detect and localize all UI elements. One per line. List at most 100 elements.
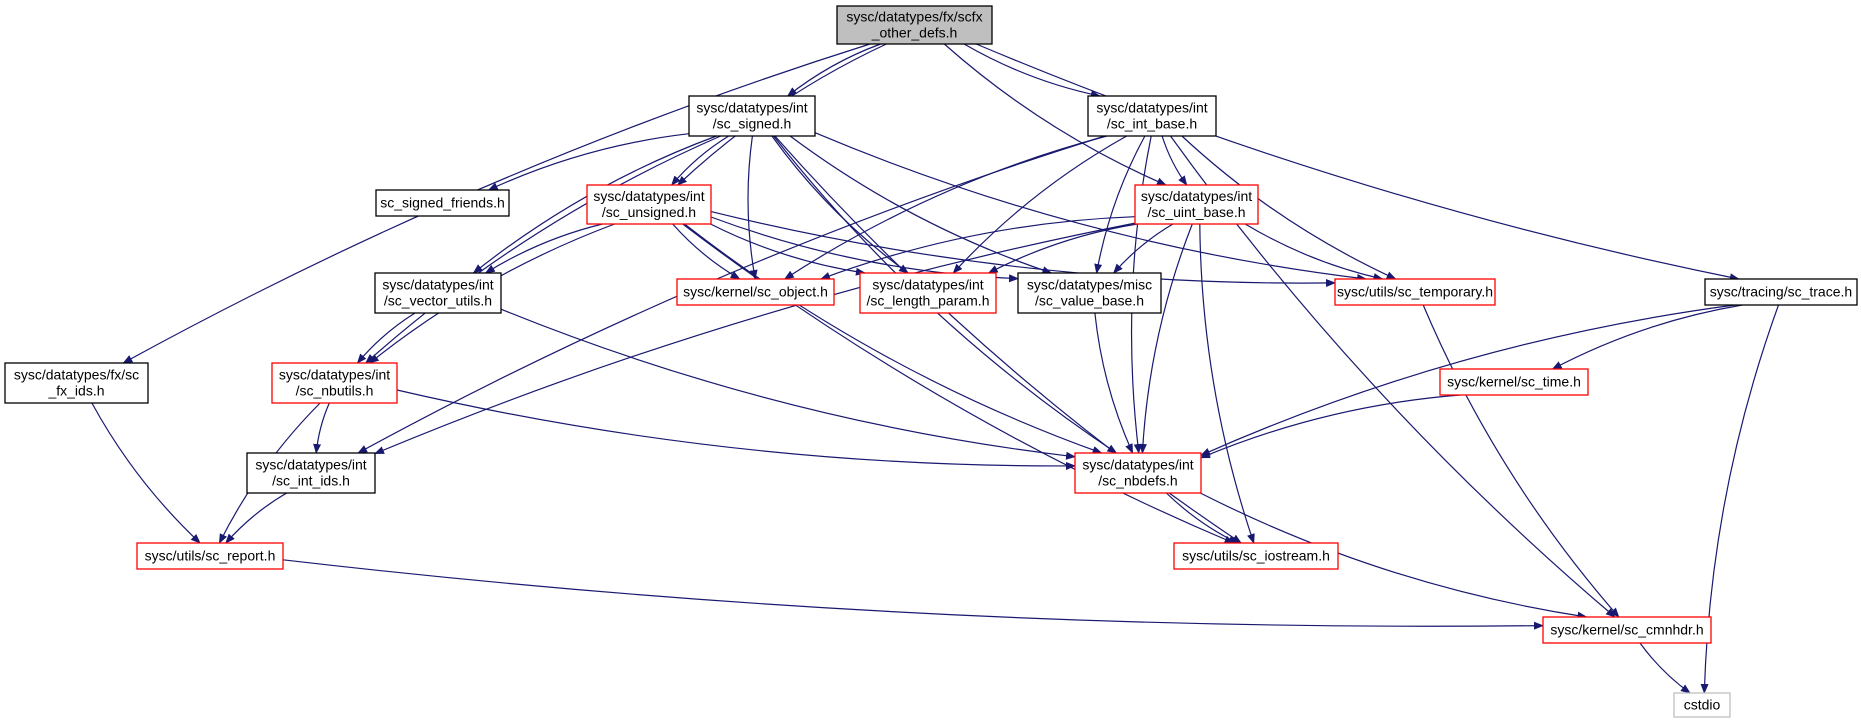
- node-label-sc_nbdefs-0: sysc/datatypes/int: [1082, 457, 1193, 473]
- node-sc_signed_friends[interactable]: sc_signed_friends.h: [375, 189, 510, 217]
- node-label-scfx_other_defs-0: sysc/datatypes/fx/scfx: [846, 9, 982, 25]
- node-sc_unsigned[interactable]: sysc/datatypes/int/sc_unsigned.h: [586, 184, 712, 225]
- node-label-sc_nbutils-1: /sc_nbutils.h: [296, 383, 374, 399]
- edge-sc_unsigned-to-sc_vector_utils: [484, 223, 603, 274]
- edge-sc_int_ids-to-sc_report: [225, 492, 288, 544]
- edge-sc_fx_ids-to-sc_report: [91, 402, 201, 544]
- node-box-cstdio: [1673, 692, 1731, 718]
- node-box-sc_vector_utils: [374, 272, 502, 314]
- edge-sc_int_base-to-sc_temporary: [1181, 135, 1397, 280]
- edge-scfx_other_defs-to-sc_uint_base: [943, 43, 1167, 186]
- edge-sc_uint_base-to-sc_length_param: [987, 223, 1138, 274]
- edge-sc_signed-to-sc_length_param: [771, 135, 909, 274]
- edge-sc_signed-to-sc_temporary: [814, 132, 1367, 282]
- node-box-sc_signed: [688, 95, 816, 137]
- node-sc_fx_ids[interactable]: sysc/datatypes/fx/sc_fx_ids.h: [4, 362, 149, 404]
- edge-sc_signed-to-sc_signed_friends: [487, 133, 690, 191]
- node-sc_signed[interactable]: sysc/datatypes/int/sc_signed.h: [688, 95, 816, 137]
- node-sc_time[interactable]: sysc/kernel/sc_time.h: [1439, 368, 1589, 396]
- edge-sc_unsigned-to-sc_temporary: [710, 211, 1336, 288]
- node-cstdio: cstdio: [1673, 692, 1731, 718]
- node-label-sc_length_param-0: sysc/datatypes/int: [872, 277, 983, 293]
- node-label-sc_nbdefs-1: /sc_nbdefs.h: [1098, 473, 1177, 489]
- edge-sc_unsigned-to-sc_nbdefs: [684, 223, 1103, 454]
- dependency-edges: [91, 43, 1780, 694]
- node-sc_object[interactable]: sysc/kernel/sc_object.h: [676, 278, 835, 306]
- edge-sc_vector_utils-to-sc_nbutils: [356, 312, 416, 364]
- node-sc_iostream[interactable]: sysc/utils/sc_iostream.h: [1173, 542, 1339, 570]
- edge-sc_int_base-to-sc_length_param: [952, 135, 1127, 274]
- node-label-sc_uint_base-0: sysc/datatypes/int: [1141, 188, 1252, 204]
- node-label-sc_time-0: sysc/kernel/sc_time.h: [1447, 374, 1581, 390]
- node-label-sc_signed-0: sysc/datatypes/int: [696, 100, 807, 116]
- node-sc_report[interactable]: sysc/utils/sc_report.h: [136, 542, 284, 570]
- edge-sc_signed-to-sc_object: [747, 135, 758, 280]
- node-box-sc_time: [1439, 368, 1589, 396]
- node-box-sc_length_param: [859, 272, 997, 314]
- edge-sc_trace-to-cstdio: [1700, 304, 1780, 694]
- node-label-sc_signed-1: /sc_signed.h: [713, 116, 792, 132]
- node-label-cstdio-0: cstdio: [1684, 697, 1721, 713]
- edge-sc_temporary-to-sc_cmnhdr: [1422, 304, 1620, 618]
- edge-sc_vector_utils-to-sc_nbdefs: [500, 308, 1076, 460]
- node-label-sc_vector_utils-0: sysc/datatypes/int: [382, 277, 493, 293]
- edge-sc_unsigned-to-sc_value_base: [710, 216, 1019, 283]
- node-box-sc_cmnhdr: [1542, 616, 1712, 644]
- node-sc_trace[interactable]: sysc/tracing/sc_trace.h: [1704, 278, 1858, 306]
- node-sc_length_param[interactable]: sysc/datatypes/int/sc_length_param.h: [859, 272, 997, 314]
- edge-sc_cmnhdr-to-cstdio: [1639, 642, 1691, 694]
- node-box-sc_signed_friends: [375, 189, 510, 217]
- node-sc_nbdefs[interactable]: sysc/datatypes/int/sc_nbdefs.h: [1074, 452, 1202, 494]
- node-label-sc_signed_friends-0: sc_signed_friends.h: [380, 195, 505, 211]
- node-sc_nbutils[interactable]: sysc/datatypes/int/sc_nbutils.h: [271, 362, 398, 404]
- edge-sc_int_base-to-sc_uint_base: [1161, 135, 1188, 186]
- node-label-sc_length_param-1: /sc_length_param.h: [867, 293, 990, 309]
- edge-scfx_other_defs-to-sc_signed: [786, 43, 881, 97]
- edge-sc_unsigned-to-sc_object: [672, 223, 741, 280]
- edge-sc_int_base-to-sc_object: [783, 135, 1108, 280]
- edge-scfx_other_defs-to-sc_int_base: [963, 43, 1101, 99]
- node-box-sc_value_base: [1017, 272, 1162, 314]
- edge-sc_nbdefs-to-sc_cmnhdr: [1200, 492, 1588, 620]
- node-box-sc_unsigned: [586, 184, 712, 225]
- node-box-sc_nbdefs: [1074, 452, 1202, 494]
- edge-sc_trace-to-sc_time: [1551, 304, 1743, 370]
- node-sc_vector_utils[interactable]: sysc/datatypes/int/sc_vector_utils.h: [374, 272, 502, 314]
- node-label-sc_int_base-1: /sc_int_base.h: [1107, 116, 1197, 132]
- node-label-sc_cmnhdr-0: sysc/kernel/sc_cmnhdr.h: [1550, 622, 1703, 638]
- node-label-sc_value_base-0: sysc/datatypes/misc: [1027, 277, 1152, 293]
- node-box-sc_uint_base: [1134, 184, 1259, 225]
- edge-sc_value_base-to-sc_nbdefs: [1094, 312, 1134, 454]
- node-label-sc_fx_ids-0: sysc/datatypes/fx/sc: [14, 367, 139, 383]
- node-label-sc_fx_ids-1: _fx_ids.h: [47, 383, 104, 399]
- edge-sc_nbdefs-to-sc_iostream: [1165, 492, 1239, 544]
- node-box-sc_fx_ids: [4, 362, 149, 404]
- edge-sc_uint_base-to-sc_int_ids: [374, 222, 1136, 455]
- edge-sc_int_base-to-sc_int_ids: [357, 135, 1106, 454]
- node-label-sc_int_ids-1: /sc_int_ids.h: [272, 473, 350, 489]
- node-box-sc_temporary: [1334, 278, 1496, 306]
- node-box-sc_trace: [1704, 278, 1858, 306]
- node-label-sc_value_base-1: /sc_value_base.h: [1035, 293, 1144, 309]
- edge-sc_signed-to-sc_nbutils: [365, 135, 721, 364]
- node-sc_int_base[interactable]: sysc/datatypes/int/sc_int_base.h: [1087, 95, 1217, 137]
- edge-sc_nbutils-to-sc_nbdefs: [396, 389, 1076, 470]
- edge-scfx_other_defs-to-sc_trace: [975, 43, 1740, 282]
- node-label-sc_int_base-0: sysc/datatypes/int: [1096, 100, 1207, 116]
- node-sc_value_base[interactable]: sysc/datatypes/misc/sc_value_base.h: [1017, 272, 1162, 314]
- node-sc_cmnhdr[interactable]: sysc/kernel/sc_cmnhdr.h: [1542, 616, 1712, 644]
- edge-sc_trace-to-sc_nbdefs: [1200, 304, 1735, 456]
- file-nodes: sysc/datatypes/fx/scfx_other_defs.h sysc/…: [4, 5, 1858, 718]
- edge-sc_int_base-to-sc_value_base: [1094, 135, 1146, 274]
- node-sc_uint_base[interactable]: sysc/datatypes/int/sc_uint_base.h: [1134, 184, 1259, 225]
- node-label-sc_vector_utils-1: /sc_vector_utils.h: [384, 293, 492, 309]
- edge-sc_signed-to-sc_unsigned: [671, 135, 730, 186]
- edge-sc_uint_base-to-sc_value_base: [1113, 223, 1174, 274]
- node-sc_int_ids[interactable]: sysc/datatypes/int/sc_int_ids.h: [246, 452, 376, 494]
- node-sc_temporary[interactable]: sysc/utils/sc_temporary.h: [1334, 278, 1496, 306]
- node-label-scfx_other_defs-1: _other_defs.h: [871, 25, 958, 41]
- node-box-sc_iostream: [1173, 542, 1339, 570]
- edge-sc_uint_base-to-sc_temporary: [1244, 223, 1384, 281]
- node-label-sc_unsigned-0: sysc/datatypes/int: [593, 188, 704, 204]
